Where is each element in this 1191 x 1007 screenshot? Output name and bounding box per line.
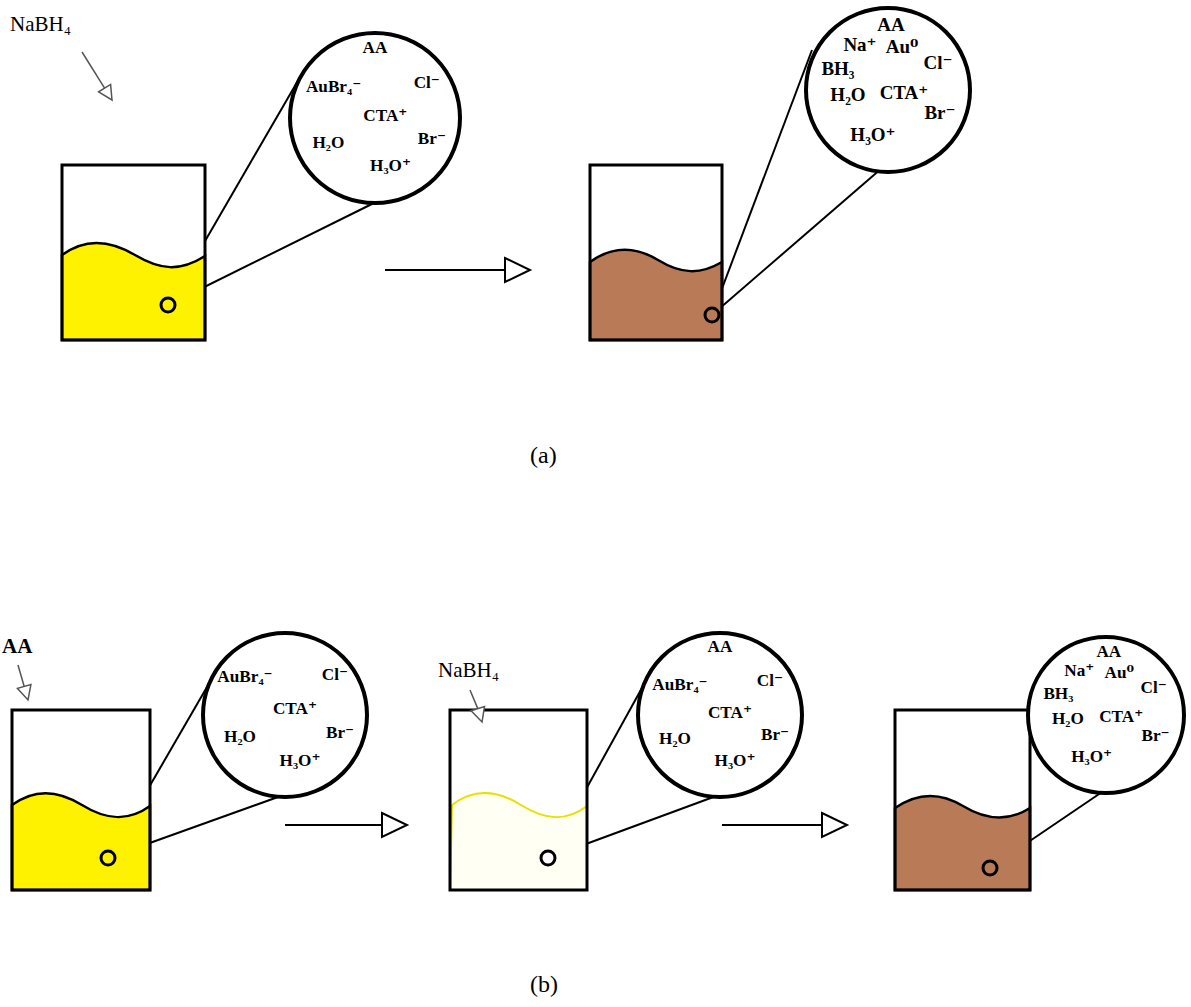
chemical-species: CTA⁺ [1099, 708, 1143, 725]
sample-spot [983, 861, 997, 875]
beaker-outline [590, 165, 722, 340]
process-arrow-shaft [385, 269, 505, 271]
chemical-species: CTA⁺ [880, 83, 929, 102]
chemical-species: AA [1096, 644, 1121, 661]
zoom-circle: AA AuBr₄⁻ Cl⁻ CTA⁺ H₂O Br⁻ H₃O⁺ [288, 31, 462, 205]
chemical-species: H₂O [659, 730, 691, 747]
panel-label: (a) [530, 443, 557, 467]
beaker-body [895, 710, 1030, 890]
beaker [895, 710, 1030, 890]
beaker-outline [62, 165, 205, 340]
liquid-brown [895, 796, 1030, 890]
beaker [450, 710, 587, 890]
chemical-species: H₃O⁺ [715, 752, 756, 769]
sample-spot [705, 308, 719, 322]
addition-arrow-head [99, 84, 112, 100]
chemical-species: H₂O [1052, 710, 1084, 727]
process-arrows [285, 258, 847, 837]
chemical-species: Cl⁻ [1140, 680, 1166, 697]
sample-spot [541, 851, 555, 865]
chemical-species: H₃O⁺ [280, 752, 321, 769]
zoom-circle: AANa⁺ Au⁰ Cl⁻ BH₃ H₂O CTA⁺ Br⁻ H₃O⁺ [1026, 635, 1186, 795]
chemical-species: Au⁰ [1105, 664, 1135, 681]
zoom-circle: AANa⁺ Au⁰Cl⁻ BH₃ H₂O CTA⁺Br⁻ H₃O⁺ [804, 6, 972, 174]
chemical-species: AA [877, 15, 904, 34]
beaker-body [12, 710, 150, 890]
liquid-colourless [450, 793, 587, 890]
addition-arrow-head [471, 707, 484, 723]
addition-arrow-head [18, 685, 31, 700]
chemical-species: AA [708, 638, 733, 655]
beaker-body [450, 710, 587, 890]
chemical-species: Au⁰ [886, 37, 919, 56]
chemical-species: Br⁻ [924, 103, 955, 122]
chemical-species: H₃O⁺ [370, 157, 411, 174]
beaker-outline [12, 710, 150, 890]
chemical-species: BH₃ [821, 59, 854, 78]
liquid-brown [590, 250, 722, 340]
zoom-circle: AuBr₄⁻ Cl⁻ CTA⁺ H₂O Br⁻ H₃O⁺ [201, 631, 369, 799]
chemical-species: Br⁻ [1141, 727, 1169, 744]
reagent-label: AA [2, 636, 32, 657]
chemical-species: H₂O [830, 85, 865, 104]
beaker-body [590, 165, 722, 340]
process-arrow-shaft [285, 824, 382, 826]
liquid-yellow [62, 243, 205, 340]
chemical-species: Na⁺ [1064, 663, 1094, 680]
reagent-label: NaBH₄ [438, 660, 499, 681]
zoom-circle: AA AuBr₄⁻ Cl⁻ CTA⁺ H₂O Br⁻ H₃O⁺ [636, 631, 804, 799]
chemical-species: AuBr₄⁻ [306, 78, 361, 95]
chemical-species: Br⁻ [761, 726, 789, 743]
chemical-species: H₂O [224, 728, 256, 745]
chemical-species: CTA⁺ [273, 700, 317, 717]
beaker-outline [895, 710, 1030, 890]
chemical-species: CTA⁺ [363, 107, 407, 124]
process-arrow-head [822, 813, 847, 837]
chemical-species: AA [363, 39, 388, 56]
beaker-outline [450, 710, 587, 890]
chemical-species: CTA⁺ [708, 704, 752, 721]
process-arrow-shaft [722, 824, 822, 826]
beaker-body [62, 165, 205, 340]
chemical-species: Cl⁻ [757, 672, 783, 689]
sample-spot [161, 298, 175, 312]
sample-spot [101, 851, 115, 865]
addition-arrow-shaft [18, 665, 24, 687]
leader-line [712, 50, 812, 315]
chemical-species: H₃O⁺ [1071, 748, 1112, 765]
panel-label: (b) [530, 972, 558, 996]
beaker [12, 710, 150, 890]
process-arrow-head [505, 258, 530, 282]
chemical-species: Cl⁻ [322, 666, 348, 683]
chemical-species: Br⁻ [326, 724, 354, 741]
chemical-species: BH₃ [1043, 685, 1073, 702]
chemical-species: Cl⁻ [414, 74, 440, 91]
beaker [590, 165, 722, 340]
addition-arrow-shaft [82, 52, 105, 88]
chemical-species: Na⁺ [843, 35, 876, 54]
process-arrow-head [382, 813, 407, 837]
chemical-species: Br⁻ [418, 130, 446, 147]
liquid-yellow [12, 793, 150, 890]
reagent-label: NaBH₄ [10, 14, 71, 35]
chemical-species: H₂O [312, 134, 344, 151]
chemical-species: AuBr₄⁻ [652, 676, 707, 693]
addition-arrow-shaft [470, 690, 478, 709]
beaker [62, 165, 205, 340]
leader-line [712, 168, 882, 315]
chemical-species: Cl⁻ [923, 53, 952, 72]
chemical-species: H₃O⁺ [850, 125, 895, 144]
chemical-species: AuBr₄⁻ [217, 668, 272, 685]
